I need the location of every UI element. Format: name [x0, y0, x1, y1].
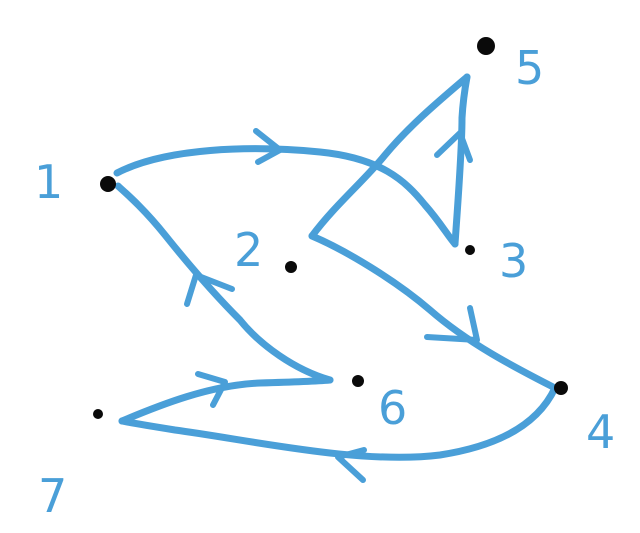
arrowhead-2-to-4	[424, 305, 480, 343]
arrowhead-7-to-6	[195, 371, 228, 408]
node-1-label: 1	[34, 155, 63, 209]
node-3-dot	[465, 245, 475, 255]
node-5-dot	[477, 37, 495, 55]
node-6-label: 6	[378, 381, 407, 435]
edge-6-to-1	[114, 182, 334, 384]
edges-layer	[113, 73, 559, 461]
node-5-label: 5	[515, 41, 544, 95]
edge-7-to-6	[118, 376, 334, 425]
edge-1-to-3	[113, 145, 459, 248]
node-2-dot	[285, 261, 297, 273]
node-2-label: 2	[234, 223, 263, 277]
node-6-dot	[352, 375, 364, 387]
edge-3-to-5	[451, 73, 471, 248]
node-4-dot	[554, 381, 568, 395]
arrowheads-layer	[184, 128, 480, 483]
edge-5-to-2	[308, 73, 471, 240]
arrowhead-3-to-5	[434, 130, 473, 163]
arrowhead-6-to-1	[184, 272, 235, 307]
arrowhead-4-to-7	[335, 447, 367, 483]
node-1-dot	[100, 176, 116, 192]
labels-layer: 1 2 3 4 5 6 7	[34, 41, 615, 523]
node-3-label: 3	[499, 234, 528, 288]
node-7-label: 7	[38, 469, 67, 523]
node-7-dot	[93, 409, 103, 419]
node-4-label: 4	[586, 405, 615, 459]
arrowhead-1-to-3	[253, 128, 283, 165]
nodes-layer	[93, 37, 568, 419]
edge-2-to-4	[308, 232, 559, 392]
